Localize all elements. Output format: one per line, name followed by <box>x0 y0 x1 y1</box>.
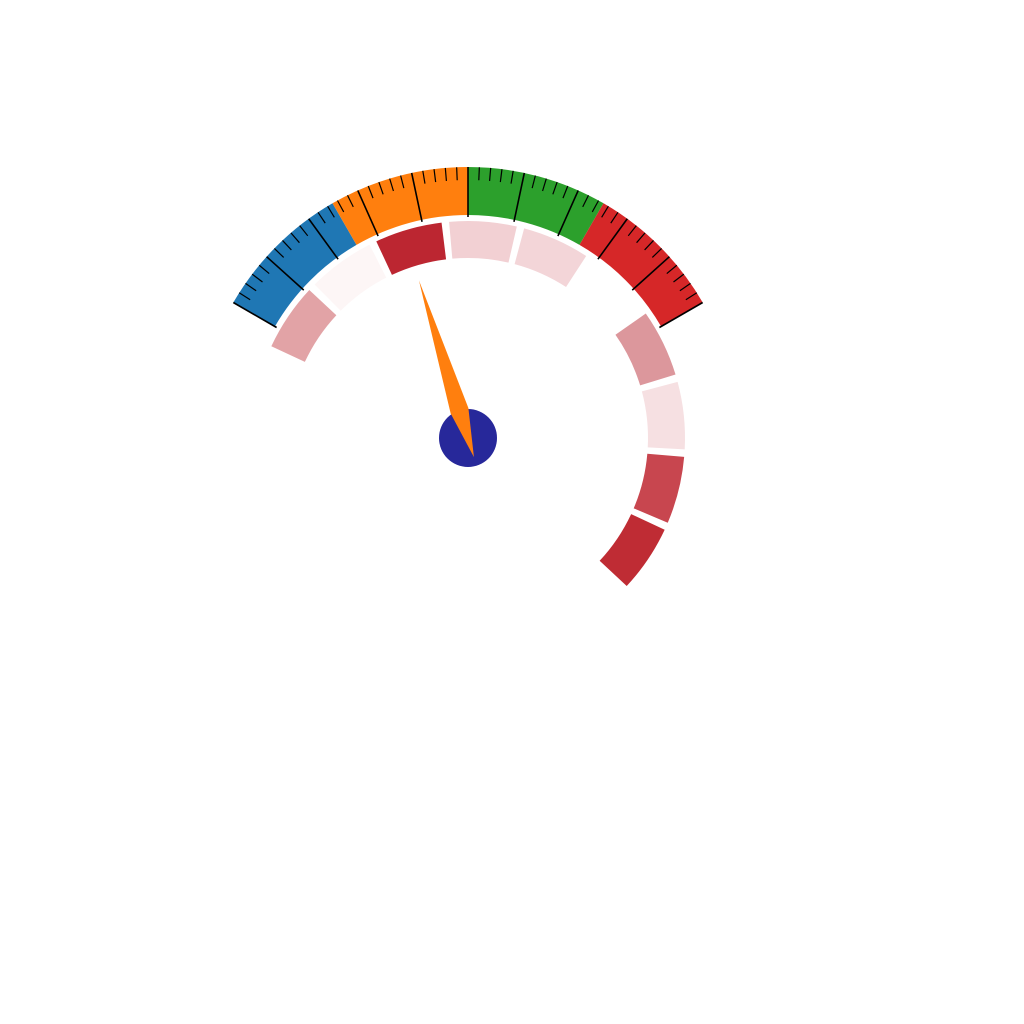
minor-tick <box>679 282 691 292</box>
inner-ring-segment-6 <box>571 260 642 330</box>
minor-tick <box>499 169 503 183</box>
minor-tick <box>299 225 309 237</box>
minor-tick <box>336 200 345 213</box>
minor-tick <box>582 194 590 208</box>
minor-tick <box>488 167 492 181</box>
minor-tick <box>317 211 326 224</box>
inner-ring-segment-9 <box>633 453 685 523</box>
gauge-band-1 <box>233 203 357 327</box>
minor-tick <box>666 264 678 275</box>
inner-ring-segment-1 <box>271 290 337 362</box>
inner-ring-segment-7 <box>615 313 676 386</box>
major-tick <box>357 190 379 237</box>
minor-tick <box>651 247 663 258</box>
minor-tick <box>422 170 426 184</box>
needle-layer <box>418 280 497 467</box>
major-tick <box>597 218 628 260</box>
gauge-ticks <box>232 167 704 329</box>
minor-tick <box>591 200 600 213</box>
minor-tick <box>258 264 270 275</box>
minor-tick <box>627 225 637 237</box>
inner-ring <box>271 221 685 586</box>
minor-tick <box>389 178 395 192</box>
minor-tick <box>327 205 335 218</box>
minor-tick <box>510 170 514 184</box>
minor-tick <box>400 175 405 189</box>
minor-tick <box>456 167 458 181</box>
minor-tick <box>552 181 558 195</box>
major-tick <box>266 256 305 291</box>
minor-tick <box>610 211 619 224</box>
inner-ring-segment-10 <box>599 514 665 586</box>
major-tick <box>513 172 526 222</box>
inner-ring-segment-5 <box>514 228 587 288</box>
minor-tick <box>282 240 292 251</box>
minor-tick <box>673 273 685 283</box>
inner-ring-segment-2 <box>314 244 387 311</box>
minor-tick <box>531 175 536 189</box>
major-tick <box>631 256 670 291</box>
minor-tick <box>367 185 374 199</box>
minor-tick <box>601 205 609 218</box>
minor-tick <box>245 282 257 292</box>
minor-tick <box>346 194 354 208</box>
minor-tick <box>685 292 698 301</box>
minor-tick <box>273 247 285 258</box>
gauge-bands <box>233 167 703 327</box>
inner-ring-segment-3 <box>376 222 447 275</box>
minor-tick <box>478 167 480 181</box>
inner-ring-segment-4 <box>449 221 517 263</box>
minor-tick <box>562 185 569 199</box>
gauge-band-3 <box>468 167 604 245</box>
minor-tick <box>444 167 448 181</box>
major-tick <box>410 172 423 222</box>
minor-tick <box>378 181 384 195</box>
inner-ring-segment-8 <box>641 381 685 450</box>
major-tick <box>658 301 704 329</box>
minor-tick <box>238 292 251 301</box>
gauge-band-2 <box>332 167 468 245</box>
minor-tick <box>433 169 437 183</box>
major-tick <box>308 218 339 260</box>
minor-tick <box>251 273 263 283</box>
minor-tick <box>290 232 300 244</box>
minor-tick <box>636 232 646 244</box>
minor-tick <box>644 240 654 251</box>
major-tick <box>232 301 278 329</box>
minor-tick <box>541 178 547 192</box>
major-tick <box>557 190 579 237</box>
gauge-band-4 <box>579 203 703 327</box>
gauge-needle <box>418 280 474 458</box>
